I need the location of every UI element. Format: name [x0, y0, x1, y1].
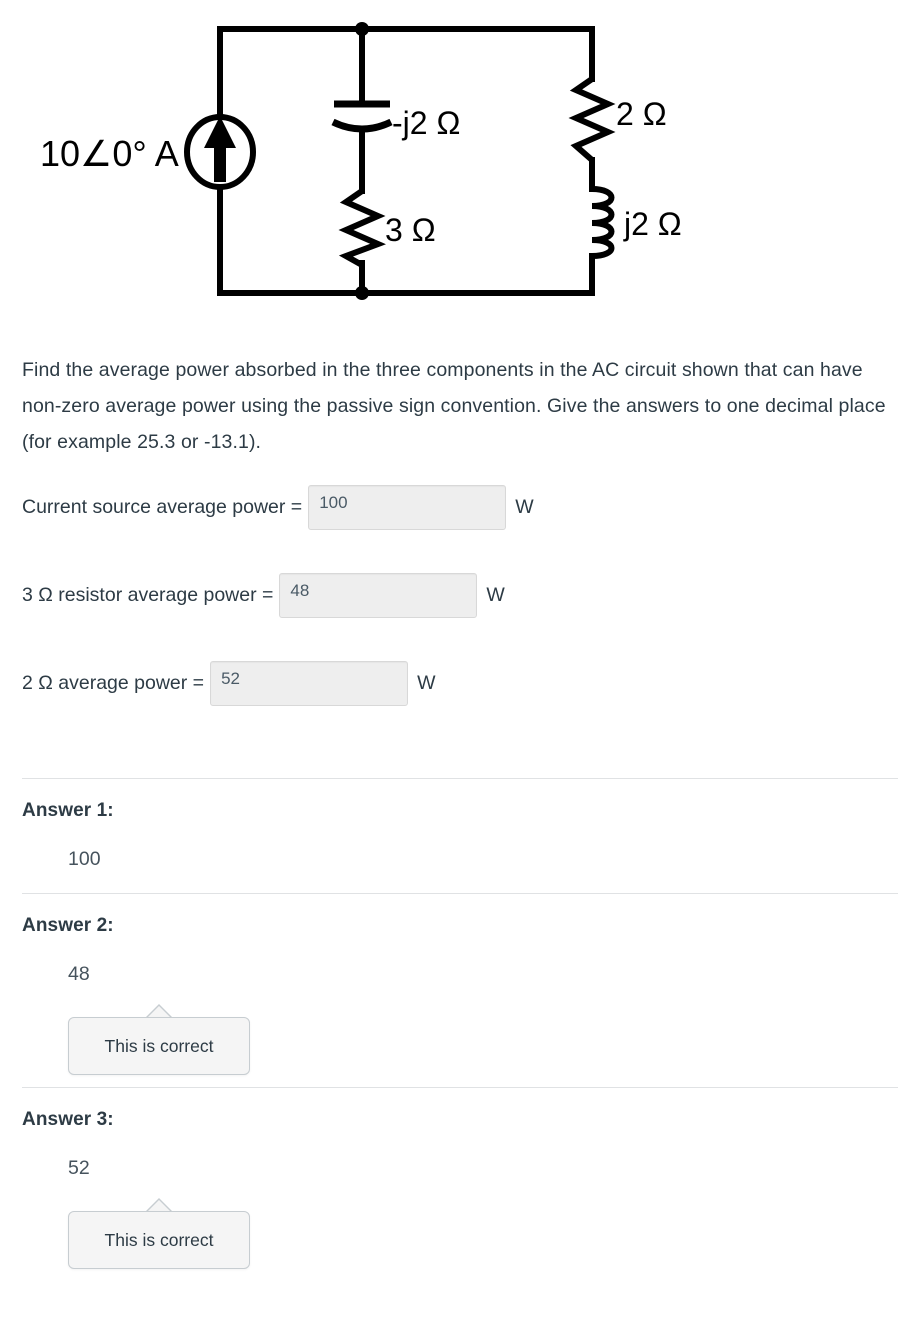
question-text: Find the average power absorbed in the t… — [22, 359, 886, 453]
resistor-3ohm-power-value: 48 — [290, 581, 310, 600]
input-row-current-source: Current source average power = 100 W — [22, 485, 882, 530]
node-dot-top — [355, 22, 369, 36]
resistor-2ohm-power-value: 52 — [221, 669, 240, 688]
inductor-j2-symbol — [589, 186, 615, 259]
resistor-2ohm-label: 2 Ω — [616, 96, 667, 132]
answer-spacer-1 — [0, 871, 898, 893]
answer-block-3: Answer 3: 52 This is correct — [0, 1087, 898, 1269]
resistor-2ohm-power-input[interactable]: 52 — [210, 661, 409, 706]
answer-title-1: Answer 1: — [22, 800, 114, 821]
circuit-diagram-figure: 10∠0° A -j2 Ω 3 Ω 2 Ω j2 Ω — [0, 0, 898, 330]
capacitor-symbol — [331, 100, 393, 133]
resistor-3ohm-label: 3 Ω — [385, 212, 436, 248]
answer-value-2: 48 — [68, 963, 90, 985]
question-body: Find the average power absorbed in the t… — [22, 352, 894, 460]
answer-title-2: Answer 2: — [22, 915, 114, 936]
answer-divider-1 — [22, 778, 898, 779]
unit-watts-3: W — [417, 672, 436, 694]
feedback-callout-wrap-2: This is correct — [68, 1004, 250, 1075]
capacitor-label: -j2 Ω — [392, 105, 460, 141]
feedback-callout-3: This is correct — [68, 1211, 250, 1269]
input-row-resistor-2ohm: 2 Ω average power = 52 W — [22, 661, 882, 706]
circuit-wires — [217, 26, 595, 296]
unit-watts-1: W — [515, 496, 534, 518]
input-label-resistor-2ohm: 2 Ω average power = — [22, 672, 205, 694]
answers-list: Answer 1: 100 Answer 2: 48 This is corre… — [0, 778, 898, 1269]
feedback-callout-2: This is correct — [68, 1017, 250, 1075]
callout-arrow-icon-3 — [146, 1198, 172, 1212]
resistor-3ohm-power-input[interactable]: 48 — [279, 573, 478, 618]
current-source-power-input[interactable]: 100 — [308, 485, 507, 530]
answer-divider-3 — [22, 1087, 898, 1088]
answer-title-3: Answer 3: — [22, 1109, 114, 1130]
answer-spacer-2 — [0, 1075, 898, 1087]
circuit-schematic-svg: 10∠0° A -j2 Ω 3 Ω 2 Ω j2 Ω — [40, 22, 682, 300]
resistor-3ohm-symbol — [338, 188, 386, 268]
inductor-j2-label: j2 Ω — [623, 206, 682, 242]
unit-watts-2: W — [486, 584, 505, 606]
current-source-symbol — [184, 114, 256, 190]
node-dot-bottom — [355, 286, 369, 300]
input-label-resistor-3ohm: 3 Ω resistor average power = — [22, 584, 274, 606]
resistor-2ohm-symbol — [568, 76, 616, 163]
answer-divider-2 — [22, 893, 898, 894]
answer-value-1: 100 — [68, 848, 101, 870]
current-source-label: 10∠0° A — [40, 133, 179, 174]
feedback-callout-wrap-3: This is correct — [68, 1198, 250, 1269]
input-row-resistor-3ohm: 3 Ω resistor average power = 48 W — [22, 573, 882, 618]
input-label-current-source: Current source average power = — [22, 496, 303, 518]
answer-value-3: 52 — [68, 1157, 90, 1179]
answer-block-1: Answer 1: 100 — [0, 778, 898, 893]
answer-input-rows: Current source average power = 100 W 3 Ω… — [22, 485, 882, 749]
callout-arrow-icon-2 — [146, 1004, 172, 1018]
answer-block-2: Answer 2: 48 This is correct — [0, 893, 898, 1087]
current-source-power-value: 100 — [319, 493, 348, 512]
